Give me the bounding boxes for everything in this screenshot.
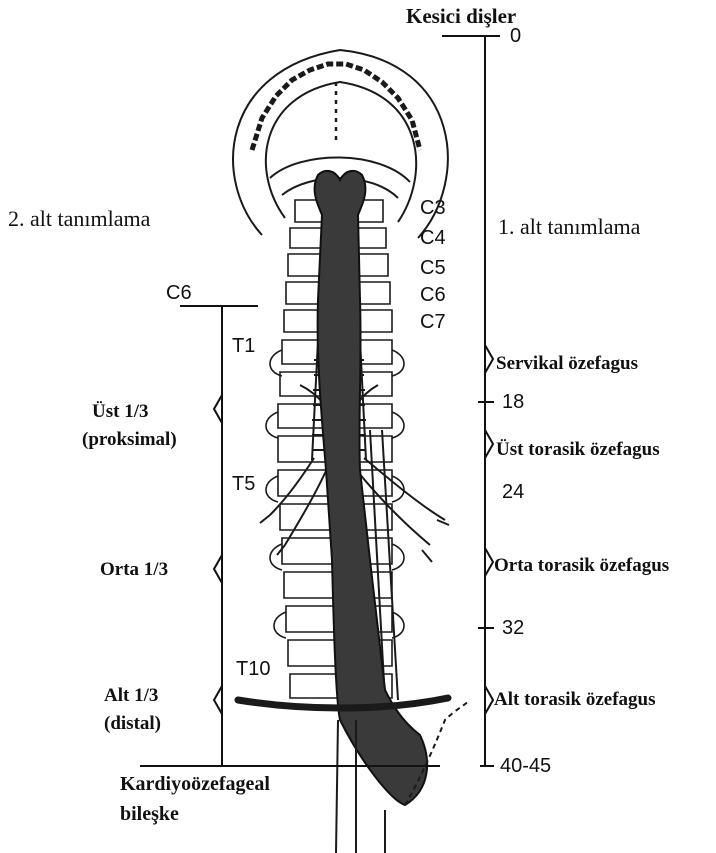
distance-0: 0	[510, 26, 521, 46]
vertebra-t5: T5	[232, 474, 255, 494]
brace-middle-third	[214, 555, 222, 583]
vertebra-c6: C6	[420, 285, 446, 305]
left-vertebra-c6: C6	[166, 283, 192, 303]
upper-thoracic-label: Üst torasik özefagus	[496, 440, 660, 459]
lower-thoracic-label: Alt torasik özefagus	[494, 690, 655, 709]
brace-lower-third	[214, 686, 222, 714]
vertebra-c4: C4	[420, 228, 446, 248]
junction-label-line2: bileşke	[120, 804, 179, 824]
brace-cervical	[485, 345, 493, 373]
lower-third-label: Alt 1/3	[104, 686, 158, 705]
brace-lower-thoracic	[485, 686, 493, 714]
mid-thoracic-label: Orta torasik özefagus	[494, 556, 669, 575]
incisors-label: Kesici dişler	[406, 6, 516, 27]
brace-upper-third	[214, 395, 222, 423]
aorta-lower-left	[336, 720, 338, 853]
right-scheme-title: 1. alt tanımlama	[498, 216, 640, 238]
vertebra-c7: C7	[420, 312, 446, 332]
distance-18: 18	[502, 392, 524, 412]
distance-32: 32	[502, 618, 524, 638]
brace-upper-thoracic	[485, 430, 493, 458]
brace-mid-thoracic	[485, 548, 493, 576]
upper-third-sublabel: (proksimal)	[82, 430, 177, 449]
upper-third-label: Üst 1/3	[92, 402, 148, 421]
cervical-esophagus-label: Servikal özefagus	[496, 354, 638, 373]
lower-third-sublabel: (distal)	[104, 714, 161, 733]
middle-third-label: Orta 1/3	[100, 560, 168, 579]
vertebra-c3: C3	[420, 198, 446, 218]
vertebra-t1: T1	[232, 336, 255, 356]
left-scheme-title: 2. alt tanımlama	[8, 208, 150, 230]
junction-label-line1: Kardiyoözefageal	[120, 774, 270, 794]
distance-40-45: 40-45	[500, 756, 551, 776]
right-scale	[442, 36, 500, 766]
vertebra-t10: T10	[236, 659, 270, 679]
distance-24: 24	[502, 482, 524, 502]
vertebra-c5: C5	[420, 258, 446, 278]
